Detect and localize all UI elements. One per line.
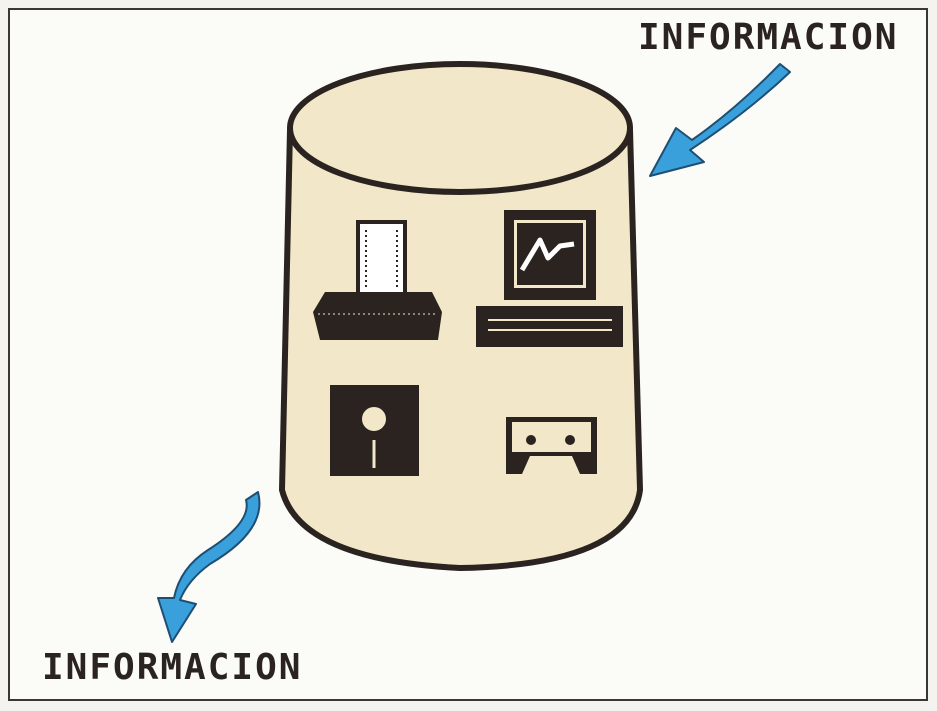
output-arrow bbox=[158, 492, 259, 642]
monitor-icon bbox=[504, 210, 596, 300]
cassette-icon bbox=[506, 417, 597, 474]
storage-cylinder-body bbox=[282, 130, 640, 568]
floppy-disk-icon bbox=[330, 385, 419, 476]
storage-cylinder-top bbox=[290, 64, 630, 192]
input-arrow bbox=[650, 64, 790, 176]
input-information-label: INFORMACION bbox=[638, 20, 898, 56]
keyboard-icon bbox=[476, 306, 623, 347]
output-information-label: INFORMACION bbox=[42, 650, 302, 686]
